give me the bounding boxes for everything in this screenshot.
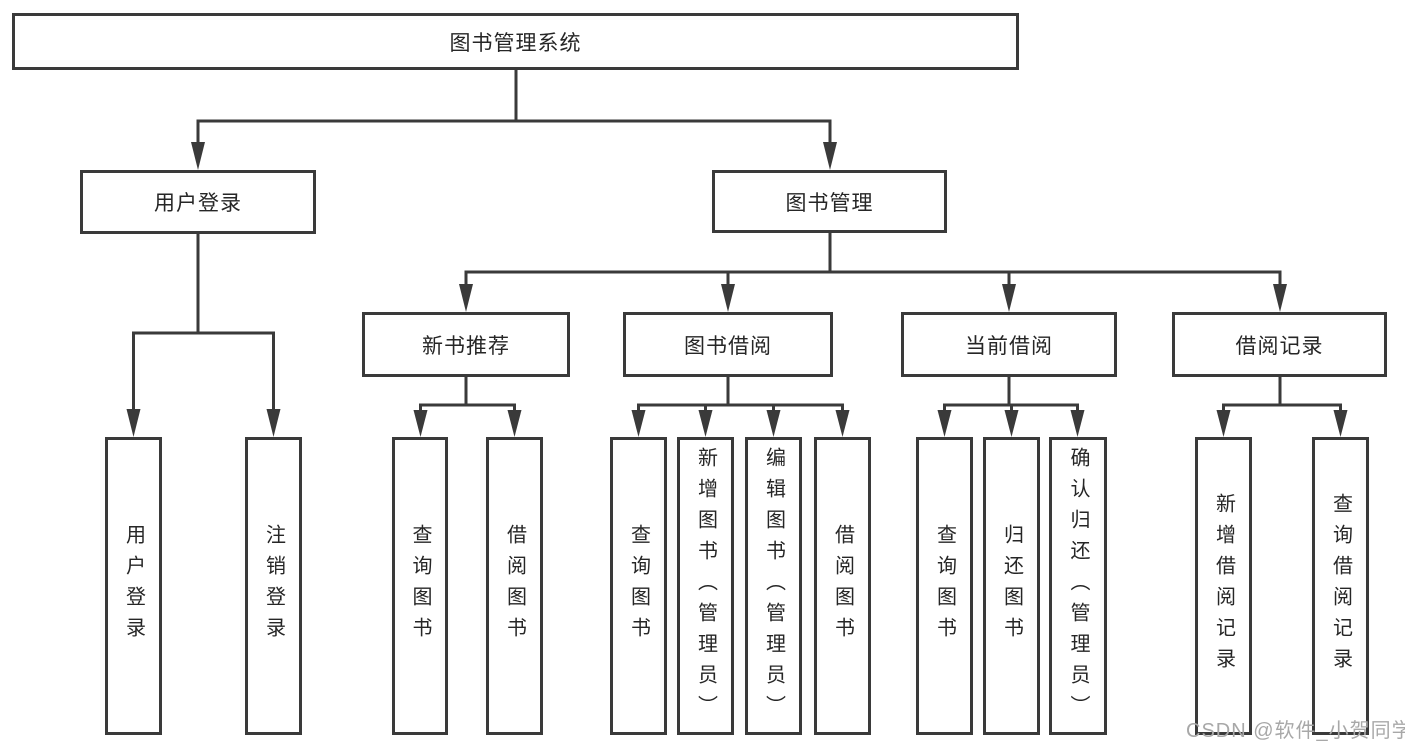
arrowhead: [1070, 410, 1085, 437]
node-label: 借阅图书: [503, 524, 526, 648]
connector-book-borrow-to-leaves: [631, 377, 850, 437]
node-leaf-add-borrow-record: 新增借阅记录: [1195, 437, 1252, 735]
connector-book-mgmt-to-level3: [459, 233, 1287, 312]
arrowhead: [191, 142, 205, 170]
arrowhead: [937, 410, 952, 437]
node-leaf-borrow-books-rec: 借阅图书: [486, 437, 543, 735]
node-leaf-edit-books-admin: 编辑图书（管理员）: [745, 437, 802, 735]
arrowhead: [1333, 410, 1348, 437]
node-book-management: 图书管理: [712, 170, 947, 233]
node-label: 查询图书: [627, 524, 650, 648]
arrowhead: [507, 410, 522, 437]
node-leaf-query-books-borrow: 查询图书: [610, 437, 667, 735]
node-leaf-confirm-return-admin: 确认归还（管理员）: [1049, 437, 1107, 735]
node-leaf-borrow-books: 借阅图书: [814, 437, 871, 735]
node-label: 新书推荐: [422, 334, 510, 358]
node-label: 图书借阅: [684, 334, 772, 358]
node-label: 借阅记录: [1235, 334, 1324, 358]
node-label: 图书管理: [785, 191, 874, 215]
node-label: 归还图书: [1000, 524, 1023, 648]
node-leaf-return-books: 归还图书: [983, 437, 1040, 735]
node-new-book-recommendation: 新书推荐: [362, 312, 570, 377]
node-label: 用户登录: [154, 192, 242, 215]
node-label: 借阅图书: [831, 524, 854, 648]
arrowhead: [459, 284, 473, 312]
arrowhead: [1273, 284, 1287, 312]
node-label: 用户登录: [122, 524, 145, 648]
node-leaf-query-books-current: 查询图书: [916, 437, 973, 735]
node-label: 编辑图书（管理员）: [762, 446, 785, 726]
node-label: 当前借阅: [965, 334, 1053, 358]
node-book-borrowing: 图书借阅: [623, 312, 833, 377]
arrowhead: [413, 410, 428, 437]
node-user-login-branch: 用户登录: [80, 170, 316, 234]
node-label: 新增图书（管理员）: [694, 446, 717, 726]
arrowhead: [1216, 410, 1231, 437]
connector-root-to-level2: [191, 70, 837, 170]
connector-borrow-records-to-leaves: [1216, 377, 1348, 437]
node-label: 查询图书: [933, 524, 956, 648]
arrowhead: [126, 409, 141, 437]
node-label: 查询图书: [409, 524, 431, 648]
node-label: 新增借阅记录: [1212, 493, 1235, 679]
node-root-system: 图书管理系统: [12, 13, 1019, 70]
node-current-borrowing: 当前借阅: [901, 312, 1117, 377]
node-leaf-user-login: 用户登录: [105, 437, 162, 735]
arrowhead: [721, 284, 735, 312]
node-label: 图书管理系统: [449, 31, 582, 55]
arrowhead: [266, 409, 281, 437]
connector-new-book-rec-to-leaves: [413, 377, 522, 437]
arrowhead: [631, 410, 646, 437]
arrowhead: [1002, 284, 1016, 312]
node-label: 注销登录: [262, 524, 285, 648]
arrowhead: [823, 142, 837, 170]
csdn-watermark: CSDN @软件_小贺同学: [1186, 720, 1405, 742]
node-label: 查询借阅记录: [1329, 493, 1352, 679]
arrowhead: [698, 410, 713, 437]
arrowhead: [766, 410, 781, 437]
node-label: 确认归还（管理员）: [1067, 446, 1089, 726]
connector-user-login-to-leaves: [126, 234, 281, 437]
connector-current-borrow-to-leaves: [937, 377, 1085, 437]
node-leaf-query-books-rec: 查询图书: [392, 437, 448, 735]
node-leaf-logout: 注销登录: [245, 437, 302, 735]
arrowhead: [835, 410, 850, 437]
arrowhead: [1004, 410, 1019, 437]
node-leaf-add-books-admin: 新增图书（管理员）: [677, 437, 734, 735]
node-leaf-query-borrow-record: 查询借阅记录: [1312, 437, 1369, 735]
node-borrowing-records: 借阅记录: [1172, 312, 1387, 377]
